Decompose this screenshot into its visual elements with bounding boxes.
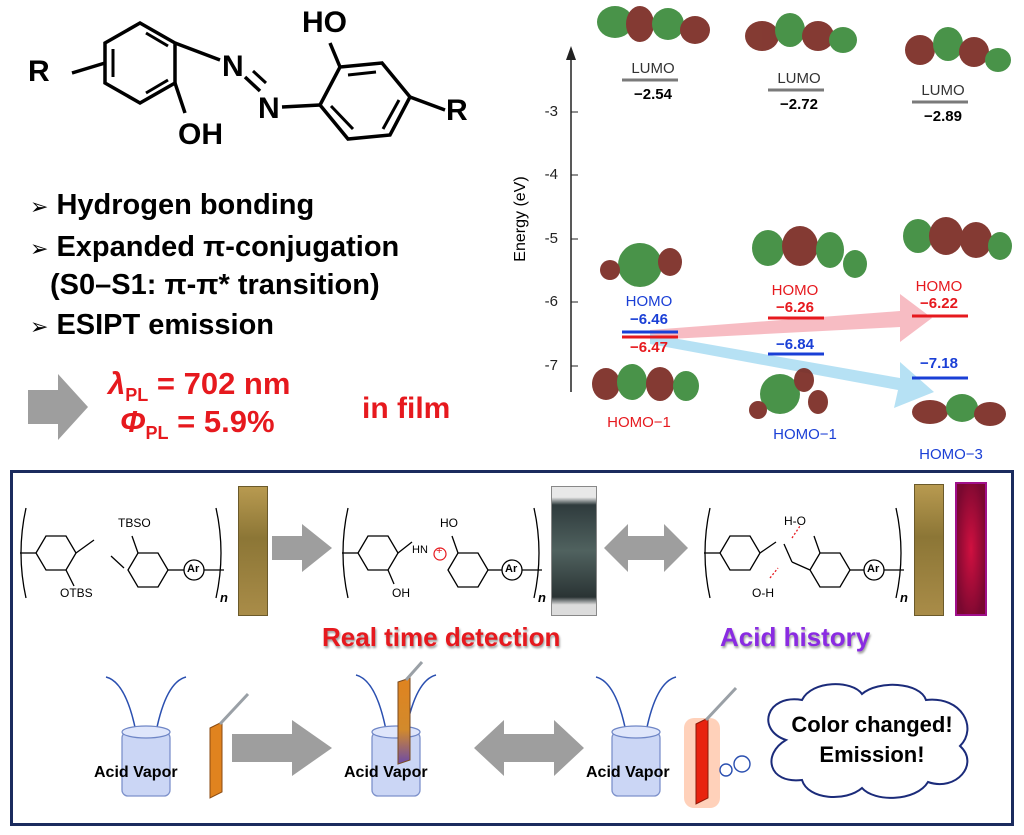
ho-group: HO	[302, 6, 347, 39]
bubble-text-color-changed: Color changed!	[791, 712, 953, 737]
azo-molecule-structure	[71, 20, 446, 141]
repeat-n-p2: n	[538, 590, 546, 605]
hn-label-p2: HN	[412, 544, 428, 556]
otbs-label: OTBS	[60, 586, 93, 600]
lumo-value-2: −2.72	[780, 96, 818, 113]
tick-label: -5	[544, 230, 558, 247]
homo-blue-arrow	[650, 334, 934, 408]
homo1-label-left: HOMO−1	[607, 414, 671, 431]
polymer-protonated-structure	[342, 507, 542, 599]
bubble-text-emission: Emission!	[819, 742, 925, 767]
ar-label-p3: Ar	[867, 563, 880, 575]
orbital-lumo-2	[745, 13, 857, 53]
orbital-homo-2	[752, 226, 867, 278]
feature-transition: (S0–S1: π-π* transition)	[50, 269, 380, 301]
orbital-homo3-right	[912, 394, 1006, 426]
homo-red-value-3: −6.22	[920, 295, 958, 312]
film-strip-emission	[955, 482, 987, 616]
film-strip-initial	[238, 486, 268, 616]
oh-label-p3: O-H	[752, 586, 774, 600]
film-condition: in film	[362, 392, 451, 425]
acid-vapor-label-1: Acid Vapor	[94, 764, 178, 781]
tick-label: -6	[544, 293, 558, 310]
ar-label: Ar	[187, 563, 200, 575]
acid-vapor-label-3: Acid Vapor	[586, 764, 670, 781]
orbital-homo1-left	[592, 364, 699, 401]
homo-blue-value-3: −7.18	[920, 355, 958, 372]
repeat-n: n	[220, 590, 228, 605]
homo3-label: HOMO−3	[919, 446, 983, 463]
lumo-value-3: −2.89	[924, 108, 962, 125]
process-arrow-icon	[272, 524, 332, 572]
phi-pl-value: ΦPL = 5.9%	[120, 404, 275, 444]
oh-label-p2: OH	[392, 586, 410, 600]
homo-red-value-1: −6.47	[630, 339, 668, 356]
energy-axis-arrow-icon	[566, 46, 576, 60]
orbital-homo-3	[903, 217, 1012, 260]
n-atom-bottom: N	[258, 92, 280, 125]
bullet-arrow-icon: ➢	[30, 314, 49, 339]
homo-label-3: HOMO	[915, 278, 963, 295]
feature-hydrogen-bonding: ➢Hydrogen bonding	[30, 189, 315, 221]
lumo-label-3: LUMO	[921, 82, 965, 99]
oh-group: OH	[178, 118, 223, 151]
homo-red-arrow	[650, 294, 932, 342]
homo-label-2: HOMO	[771, 282, 819, 299]
tick-label: -4	[544, 166, 558, 183]
homo-blue-value-2: −6.84	[776, 336, 814, 353]
vapor-setup-1	[105, 676, 250, 799]
r-group-right: R	[446, 94, 468, 127]
n-atom-top: N	[222, 50, 244, 83]
process-arrow-icon	[232, 720, 332, 776]
energy-diagram	[566, 6, 1012, 426]
lambda-pl-value: λPL = 702 nm	[108, 366, 291, 406]
homo-label-1: HOMO	[625, 293, 673, 310]
acid-vapor-label-2: Acid Vapor	[344, 764, 428, 781]
result-arrow-icon	[28, 374, 88, 440]
lumo-label-1: LUMO	[631, 60, 675, 77]
tbso-label: TBSO	[118, 516, 151, 530]
bullet-arrow-icon: ➢	[30, 194, 49, 219]
plus-charge-icon: +	[436, 545, 443, 557]
homo1-label-middle: HOMO−1	[773, 426, 837, 443]
orbital-lumo-1	[597, 6, 710, 44]
vapor-setup-2	[355, 661, 437, 797]
bullet-arrow-icon: ➢	[30, 236, 49, 261]
homo-red-value-2: −6.26	[776, 299, 814, 316]
homo-blue-value-1: −6.46	[630, 311, 668, 328]
reversible-arrow-icon	[604, 524, 688, 572]
emission-thought-bubble	[767, 683, 969, 799]
sensing-panel	[10, 470, 1014, 826]
vapor-setup-3	[595, 676, 751, 808]
ar-label-p2: Ar	[505, 563, 518, 575]
orbital-homo-1	[600, 243, 682, 287]
repeat-n-p3: n	[900, 590, 908, 605]
feature-pi-conjugation: ➢Expanded π-conjugation	[30, 231, 400, 263]
energy-axis-label: Energy (eV)	[512, 176, 529, 262]
lumo-label-2: LUMO	[777, 70, 821, 87]
feature-esipt: ➢ESIPT emission	[30, 309, 275, 341]
polymer-tbs-structure	[20, 507, 224, 599]
film-strip-dark	[551, 486, 597, 616]
orbital-lumo-3	[905, 27, 1011, 72]
real-time-detection-label: Real time detection	[322, 622, 561, 652]
orbital-homo1-middle	[749, 368, 828, 419]
lumo-value-1: −2.54	[634, 86, 672, 103]
polymer-hbond-structure	[704, 507, 904, 599]
tick-label: -7	[544, 357, 558, 374]
ho-label-p3: H-O	[784, 514, 806, 528]
r-group-left: R	[28, 55, 50, 88]
tick-label: -3	[544, 103, 558, 120]
film-strip-recovered	[914, 484, 944, 616]
acid-history-label: Acid history	[720, 622, 871, 652]
ho-label-p2: HO	[440, 516, 458, 530]
reversible-arrow-icon	[474, 720, 584, 776]
